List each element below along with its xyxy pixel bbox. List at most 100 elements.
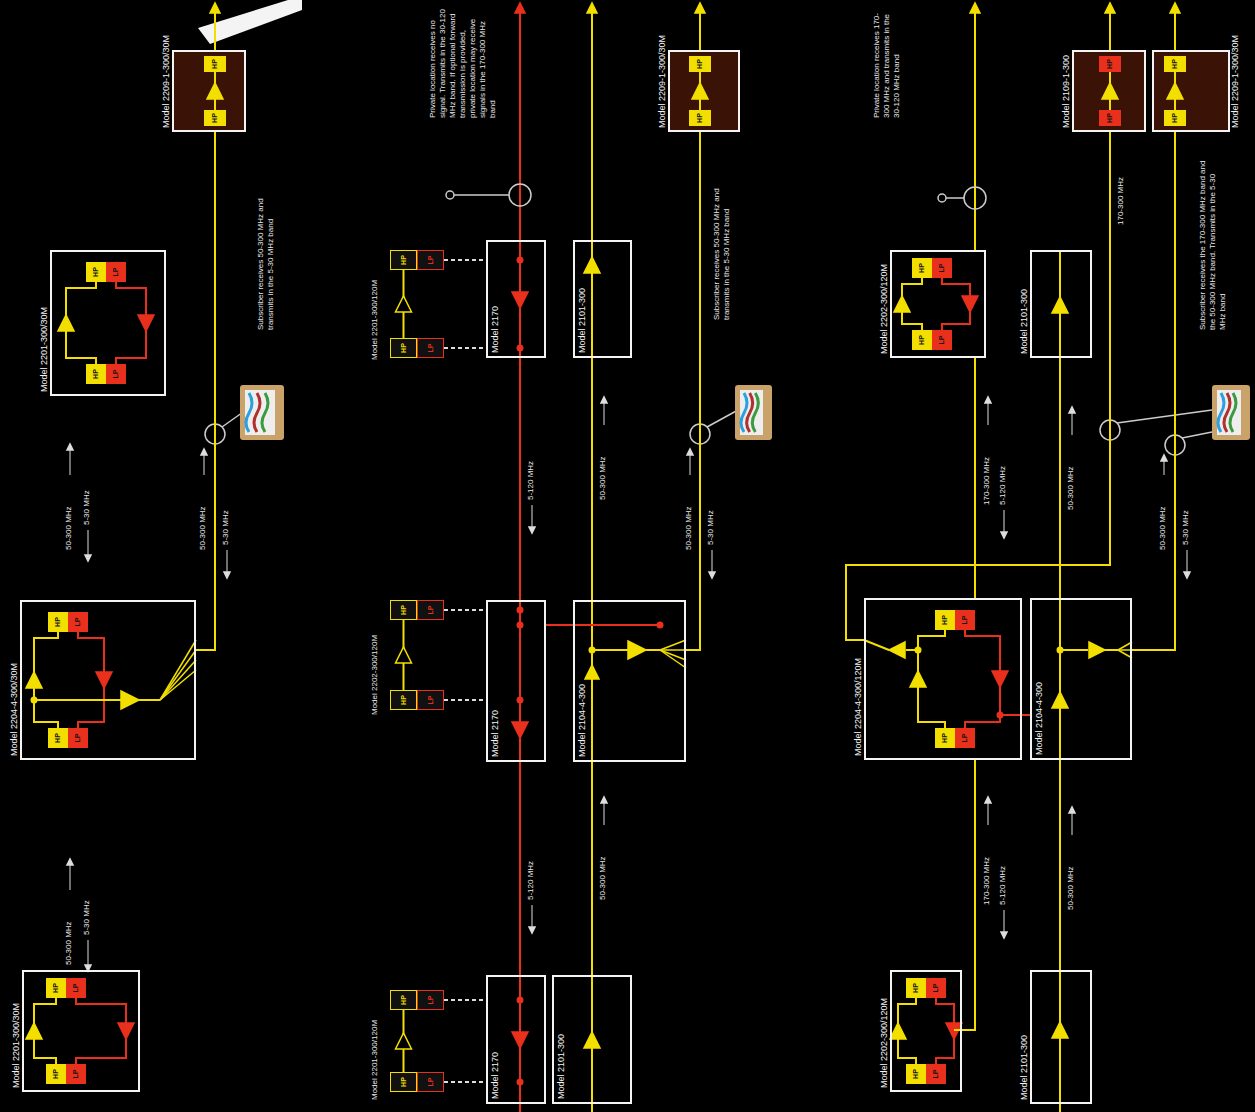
model-label: Model 2209-1-300/30M (1230, 35, 1241, 128)
filter-cell: HP (390, 338, 417, 358)
junction-dot (517, 1079, 524, 1086)
filter-cell: LP (417, 600, 444, 620)
amplifier-symbol (601, 397, 607, 403)
amplifier-module: Model 2109-1-300HPHP (1072, 50, 1146, 132)
filter-cell: LP (106, 364, 126, 384)
amplifier-symbol (709, 572, 715, 578)
junction-dot (517, 997, 524, 1004)
amplifier-symbol (207, 83, 223, 99)
filter-block: HPLP (390, 1072, 444, 1092)
amplifier-symbol (985, 397, 991, 403)
amplifier-symbol (138, 315, 154, 331)
signal-connector (546, 624, 573, 626)
filter-cell: HP (912, 330, 932, 350)
amplifier-symbol (992, 671, 1008, 687)
signal-connector (1059, 358, 1061, 598)
filter-block: HP (1099, 56, 1121, 72)
band-label: 50-300 MHz (64, 506, 74, 550)
filter-cell: HP (390, 690, 417, 710)
filter-block: HPLP (48, 728, 88, 748)
amplifier-symbol (1052, 297, 1068, 313)
filter-block: HPLP (390, 690, 444, 710)
outlet-terminal (446, 191, 454, 199)
filter-cell: HP (1164, 56, 1186, 72)
junction-dot (657, 622, 664, 629)
signal-connector (444, 999, 486, 1001)
amplifier-module: Model 2204-4-300/30MHPLPHPLP (20, 600, 196, 760)
filter-block: HP (1099, 110, 1121, 126)
note-text: Subscriber receives 50-300 MHz and trans… (256, 168, 276, 330)
filter-cell: HP (689, 110, 711, 126)
model-label: Model 2201-300/120M (370, 280, 380, 360)
signal-connector (444, 699, 486, 701)
filter-block: HPLP (46, 1064, 86, 1084)
amplifier-symbol (695, 3, 705, 13)
amplifier-symbol (26, 1023, 42, 1039)
amplifier-symbol (628, 641, 646, 659)
filter-block: HPLP (906, 1064, 946, 1084)
filter-cell: HP (935, 610, 955, 630)
module-fill (172, 50, 246, 132)
tv-set (735, 385, 772, 440)
signal-connector (1059, 760, 1061, 970)
amplifier-module: Model 2209-1-300/30MHPHP (668, 50, 740, 132)
signal-wire (88, 530, 89, 558)
signal-wire (591, 8, 593, 358)
model-label: Model 2170 (490, 1052, 501, 1099)
filter-cell: LP (955, 728, 975, 748)
filter-cell: LP (417, 690, 444, 710)
signal-wire (70, 447, 71, 475)
amplifier-symbol (1069, 807, 1075, 813)
signal-wire (1105, 649, 1118, 651)
amplifier-symbol (26, 672, 42, 688)
band-label: 5-30 MHz (706, 510, 716, 545)
amplifier-symbol (67, 859, 73, 865)
amplifier-symbol (118, 1023, 134, 1039)
amplifier-symbol (515, 3, 525, 13)
outlet-terminal (938, 194, 946, 202)
filter-cell: LP (932, 258, 952, 278)
tap-coupler (509, 184, 531, 206)
amplifier-symbol (1105, 3, 1115, 13)
filter-cell: HP (1099, 56, 1121, 72)
signal-wire (76, 998, 126, 1064)
band-label: 5-30 MHz (1181, 510, 1191, 545)
amplifier-module: Model 2209-1-300/30MHPHP (172, 50, 246, 132)
amplifier-symbol (512, 1032, 528, 1048)
signal-connector (196, 132, 215, 650)
note-text: Subscriber receives 50-300 MHz and trans… (712, 160, 732, 320)
amplifier-symbol (585, 665, 599, 679)
filter-block: HPLP (390, 990, 444, 1010)
model-label: Model 2104-4-300 (577, 684, 588, 757)
amplifier-symbol (67, 444, 73, 450)
amplifier-symbol (512, 722, 528, 738)
amplifier-symbol (224, 572, 230, 578)
amplifier-symbol (1184, 572, 1190, 578)
model-label: Model 2170 (490, 306, 501, 353)
filter-cell: HP (204, 56, 226, 72)
amplifier-module: Model 2204-4-300/120MHPLPHPLP (864, 598, 1022, 760)
filter-cell: LP (417, 990, 444, 1010)
tv-screen (740, 390, 763, 435)
model-label: Model 2202-300/120M (879, 264, 890, 354)
band-label: 50-300 MHz (1066, 466, 1076, 510)
model-label: Model 2109-1-300 (1061, 55, 1072, 128)
signal-wire (1118, 650, 1132, 658)
band-label: 170-300 MHz (982, 457, 992, 505)
band-label: 5-30 MHz (82, 900, 92, 935)
amplifier-symbol (970, 3, 980, 13)
amplifier-symbol (1089, 642, 1105, 658)
signal-connector (591, 358, 593, 600)
filter-cell: HP (935, 728, 955, 748)
signal-wire (246, 393, 252, 432)
tap-coupler (964, 187, 986, 209)
signal-wire (1060, 649, 1088, 651)
filter-cell: HP (46, 1064, 66, 1084)
filter-cell: HP (1164, 110, 1186, 126)
filter-block: HP (689, 56, 711, 72)
amplifier-symbol (584, 257, 600, 273)
amplifier-symbol (692, 83, 708, 99)
amplifier-symbol (601, 797, 607, 803)
amplifier-symbol (121, 691, 139, 709)
